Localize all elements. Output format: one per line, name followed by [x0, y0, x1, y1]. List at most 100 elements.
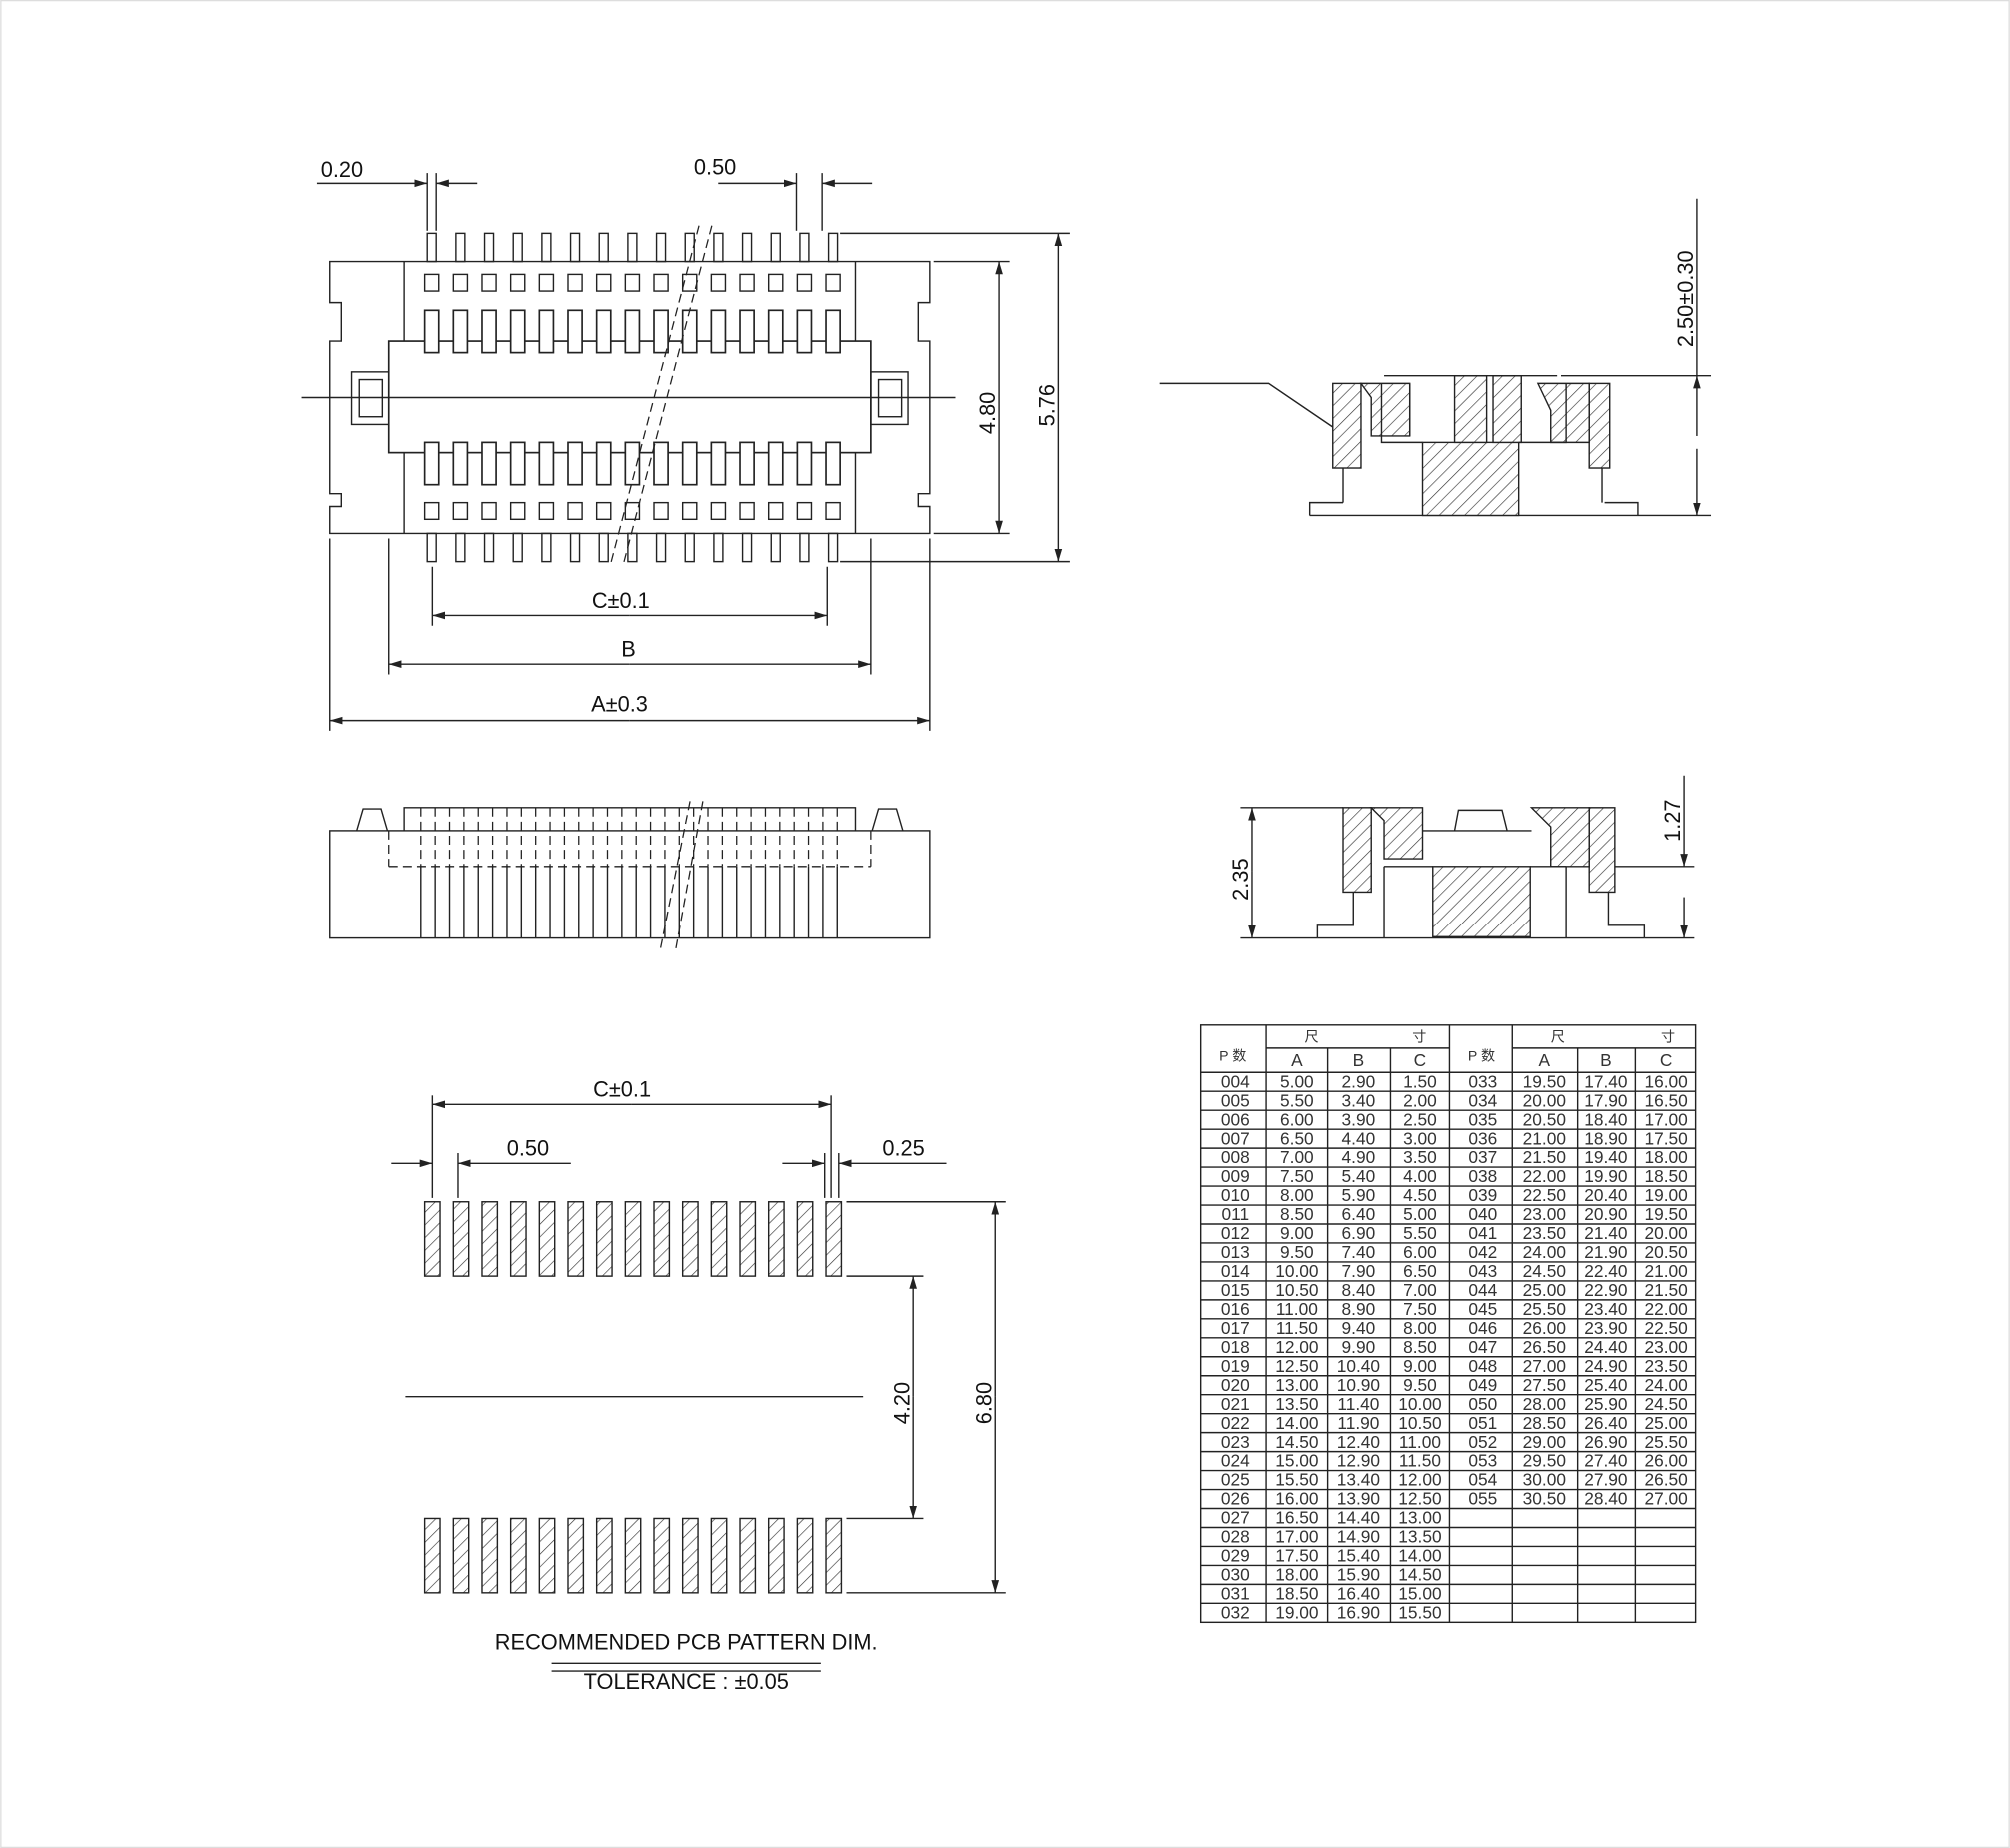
- table-cell-value: 27.90: [1584, 1470, 1627, 1490]
- contact-window: [567, 273, 583, 292]
- pcb-pad: [595, 1517, 613, 1594]
- table-cell-value: 10.00: [1398, 1394, 1441, 1414]
- pin: [598, 232, 609, 263]
- table-cell-value: 22.40: [1584, 1261, 1627, 1281]
- contact: [739, 309, 755, 354]
- table-cell-value: 6.90: [1342, 1223, 1376, 1243]
- contact: [739, 441, 755, 486]
- table-cell-value: 12.40: [1337, 1432, 1380, 1452]
- contact-window: [767, 273, 784, 292]
- table-cell-value: 13.00: [1275, 1375, 1318, 1395]
- pcb-pad: [767, 1517, 785, 1594]
- table-cell-value: 6.40: [1342, 1204, 1376, 1224]
- table-cell-pins: 041: [1468, 1223, 1497, 1243]
- contact: [423, 309, 440, 354]
- dim-a: A±0.3: [591, 692, 648, 717]
- table-cell-pins: 033: [1468, 1071, 1497, 1091]
- table-cell-pins: 024: [1221, 1451, 1250, 1471]
- table-cell-value: 3.40: [1342, 1090, 1376, 1110]
- table-cell-value: 19.90: [1584, 1166, 1627, 1186]
- table-cell-pins: 047: [1468, 1337, 1497, 1357]
- table-cell-pins: 036: [1468, 1128, 1497, 1148]
- contact: [509, 309, 526, 354]
- contact: [825, 309, 841, 354]
- pcb-pad: [796, 1201, 814, 1277]
- table-cell-value: 7.00: [1403, 1280, 1437, 1300]
- table-cell-value: 7.40: [1342, 1242, 1376, 1262]
- table-cell-pins: 026: [1221, 1489, 1250, 1509]
- table-cell-value: 25.00: [1644, 1413, 1687, 1433]
- contact-window: [538, 273, 555, 292]
- contact-window: [595, 501, 612, 521]
- table-cell-value: 11.00: [1276, 1299, 1318, 1319]
- table-header-dim-1-left: 尺: [1305, 1028, 1319, 1044]
- table-cell-value: 24.50: [1644, 1394, 1687, 1414]
- pin: [827, 232, 839, 263]
- contact: [796, 309, 813, 354]
- pin: [598, 532, 609, 563]
- pcb-pad: [567, 1201, 585, 1277]
- table-cell-value: 10.90: [1337, 1375, 1380, 1395]
- contact-window: [681, 501, 698, 521]
- table-cell-pins: 054: [1468, 1470, 1497, 1490]
- table-cell-value: 6.00: [1280, 1109, 1314, 1129]
- table-cell-value: 11.00: [1399, 1432, 1441, 1452]
- pin: [655, 232, 667, 263]
- pin: [627, 232, 638, 263]
- table-cell-value: 11.50: [1399, 1451, 1441, 1471]
- table-cell-value: 25.40: [1584, 1375, 1627, 1395]
- table-cell-value: 19.50: [1523, 1071, 1566, 1091]
- table-cell-value: 17.50: [1644, 1128, 1687, 1148]
- table-cell-pins: 005: [1221, 1090, 1250, 1110]
- pcb-pad: [595, 1201, 613, 1277]
- pin: [455, 232, 466, 263]
- table-cell-value: 10.00: [1275, 1261, 1318, 1281]
- dim-right-height: 2.50±0.30: [1673, 250, 1698, 347]
- table-cell-value: 13.40: [1337, 1470, 1380, 1490]
- pcb-pad: [681, 1517, 699, 1594]
- table-cell-pins: 008: [1221, 1147, 1250, 1167]
- contact-window: [653, 501, 669, 521]
- pin: [684, 532, 695, 563]
- table-cell-value: 27.00: [1523, 1356, 1566, 1376]
- table-cell-value: 16.00: [1644, 1071, 1687, 1091]
- pcb-pad: [681, 1201, 699, 1277]
- contact: [710, 441, 727, 486]
- contact: [595, 441, 612, 486]
- pcb-pad: [710, 1201, 728, 1277]
- pcb-pad: [538, 1201, 556, 1277]
- contact-window: [481, 501, 497, 521]
- table-cell-value: 1.50: [1403, 1071, 1437, 1091]
- table-cell-value: 20.40: [1584, 1185, 1627, 1205]
- dim-mated-total: 2.35: [1228, 858, 1253, 900]
- table-cell-pins: 046: [1468, 1318, 1497, 1338]
- pin: [770, 532, 781, 563]
- table-cell-value: 18.00: [1644, 1147, 1687, 1167]
- table-cell-value: 11.50: [1276, 1318, 1318, 1338]
- table-cell-value: 27.00: [1644, 1489, 1687, 1509]
- table-cell-value: 26.90: [1584, 1432, 1627, 1452]
- table-col-a-right: A: [1539, 1050, 1551, 1070]
- table-cell-pins: 034: [1468, 1090, 1497, 1110]
- table-cell-value: 10.50: [1398, 1413, 1441, 1433]
- pcb-dim-pitch: 0.50: [507, 1136, 549, 1161]
- table-cell-value: 10.40: [1337, 1356, 1380, 1376]
- table-cell-value: 17.90: [1584, 1090, 1627, 1110]
- table-cell-pins: 042: [1468, 1242, 1497, 1262]
- table-cell-value: 29.00: [1523, 1432, 1566, 1452]
- table-cell-pins: 010: [1221, 1185, 1250, 1205]
- pin: [713, 532, 724, 563]
- contact: [796, 441, 813, 486]
- right-side-view: 2.50±0.30: [1159, 198, 1712, 517]
- contact-window: [796, 501, 813, 521]
- table-cell-value: 18.50: [1644, 1166, 1687, 1186]
- contact: [825, 441, 841, 486]
- table-cell-value: 5.50: [1280, 1090, 1314, 1110]
- table-cell-value: 5.90: [1342, 1185, 1376, 1205]
- table-cell-pins: 020: [1221, 1375, 1250, 1395]
- table-col-a-left: A: [1291, 1050, 1303, 1070]
- table-cell-value: 25.50: [1523, 1299, 1566, 1319]
- contact: [624, 309, 641, 354]
- table-cell-value: 16.50: [1644, 1090, 1687, 1110]
- pcb-pad: [767, 1201, 785, 1277]
